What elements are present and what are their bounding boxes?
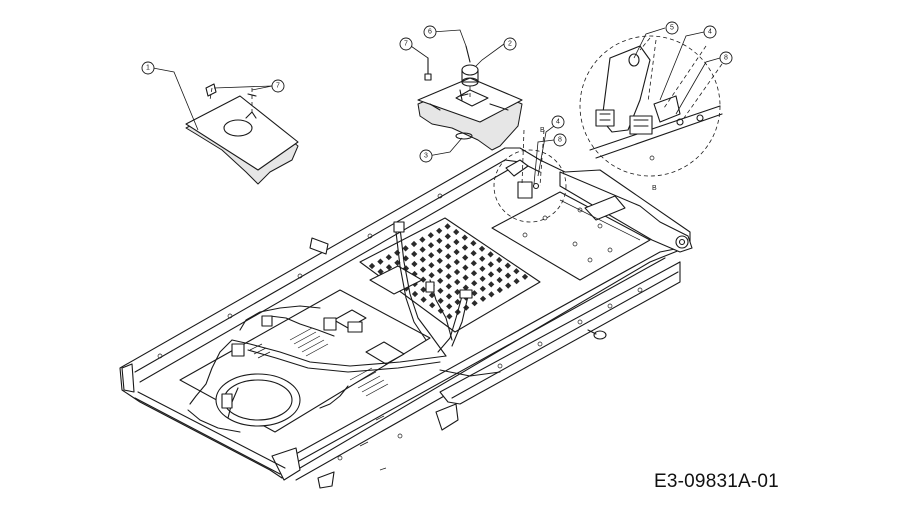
grid-hole bbox=[479, 265, 486, 272]
callout-3: 3 bbox=[419, 149, 433, 163]
grid-hole bbox=[479, 285, 486, 292]
grid-hole bbox=[445, 293, 453, 300]
grid-hole bbox=[445, 273, 452, 280]
floor-pan-grid bbox=[359, 217, 541, 333]
callout-leaders bbox=[152, 27, 721, 185]
grid-hole bbox=[479, 255, 486, 262]
svg-text:7: 7 bbox=[404, 41, 408, 48]
grid-hole bbox=[437, 297, 444, 304]
grid-hole bbox=[385, 254, 392, 261]
drawing-code: E3-09831A-01 bbox=[654, 471, 779, 492]
grid-hole bbox=[453, 258, 460, 266]
grid-hole bbox=[496, 276, 503, 284]
grid-hole bbox=[446, 313, 453, 320]
grid-hole bbox=[419, 246, 426, 253]
grid-hole bbox=[470, 260, 477, 267]
callout-4-seat: 4 bbox=[551, 115, 565, 129]
grid-hole bbox=[488, 291, 495, 298]
grid-hole bbox=[411, 260, 418, 268]
grid-hole bbox=[429, 302, 436, 309]
grid-hole bbox=[462, 284, 469, 291]
grid-hole bbox=[437, 287, 444, 294]
grid-hole bbox=[471, 300, 478, 307]
frame-holes bbox=[157, 193, 643, 471]
grid-hole bbox=[479, 275, 486, 282]
grid-hole bbox=[428, 262, 435, 269]
grid-hole bbox=[521, 273, 529, 280]
grid-hole bbox=[419, 256, 426, 263]
grid-hole bbox=[504, 272, 512, 279]
callout-bubbles: 1 7 7 6 2 3 4 8 5 4 8 bbox=[141, 21, 733, 163]
grid-hole bbox=[385, 264, 393, 271]
grid-hole bbox=[454, 278, 461, 286]
callout-8-seat: 8 bbox=[553, 133, 567, 147]
svg-text:6: 6 bbox=[428, 29, 432, 36]
svg-text:4: 4 bbox=[556, 119, 560, 126]
grid-hole bbox=[377, 258, 384, 265]
svg-text:8: 8 bbox=[558, 137, 562, 144]
callout-1: 1 bbox=[141, 61, 155, 75]
svg-text:5: 5 bbox=[670, 25, 674, 32]
grid-hole bbox=[496, 256, 503, 264]
grid-hole bbox=[420, 276, 427, 283]
svg-text:2: 2 bbox=[508, 41, 512, 48]
callout-8-detail: 8 bbox=[719, 51, 733, 65]
grid-hole bbox=[419, 236, 426, 243]
detail-view-b bbox=[579, 35, 723, 177]
grid-hole bbox=[445, 263, 452, 270]
callout-7-panel: 7 bbox=[399, 37, 413, 51]
svg-text:8: 8 bbox=[724, 55, 728, 62]
grid-hole bbox=[505, 282, 512, 289]
part-switch-panel bbox=[417, 45, 523, 151]
grid-hole bbox=[496, 286, 503, 294]
grid-hole bbox=[462, 264, 469, 271]
grid-hole bbox=[428, 272, 435, 279]
grid-hole bbox=[420, 296, 427, 303]
callout-4-detail: 4 bbox=[703, 25, 717, 39]
grid-hole bbox=[479, 295, 487, 302]
grid-hole bbox=[454, 298, 461, 306]
grid-hole bbox=[377, 268, 384, 275]
grid-hole bbox=[419, 266, 427, 273]
wiring-harness bbox=[187, 221, 501, 433]
callout-2: 2 bbox=[503, 37, 517, 51]
grid-hole bbox=[454, 288, 461, 296]
grid-hole bbox=[437, 277, 444, 284]
grid-hole bbox=[487, 261, 494, 268]
grid-hole bbox=[504, 262, 511, 269]
grid-hole bbox=[488, 281, 495, 288]
grid-hole bbox=[446, 303, 453, 310]
grid-hole bbox=[368, 262, 376, 270]
part-cover-plate bbox=[185, 83, 299, 185]
grid-hole bbox=[471, 280, 478, 287]
grid-hole bbox=[436, 257, 443, 264]
svg-text:3: 3 bbox=[424, 153, 428, 160]
callout-7-left: 7 bbox=[271, 79, 285, 93]
svg-text:4: 4 bbox=[708, 29, 712, 36]
grid-hole bbox=[461, 244, 469, 251]
grid-hole bbox=[411, 290, 419, 298]
grid-hole bbox=[461, 234, 468, 241]
detail-marker-b-view: B bbox=[652, 185, 657, 192]
grid-hole bbox=[471, 290, 478, 297]
grid-hole bbox=[436, 267, 444, 274]
detail-marker-b-seat: B bbox=[540, 127, 545, 134]
svg-text:1: 1 bbox=[146, 65, 150, 72]
part-seat-switch bbox=[493, 129, 567, 223]
grid-hole bbox=[420, 286, 427, 293]
grid-hole bbox=[445, 283, 452, 290]
callout-6: 6 bbox=[423, 25, 437, 39]
grid-hole bbox=[487, 271, 495, 278]
grid-hole bbox=[470, 270, 478, 277]
grid-hole bbox=[453, 268, 461, 276]
svg-text:7: 7 bbox=[276, 83, 280, 90]
seat-plate bbox=[491, 191, 651, 281]
callout-5: 5 bbox=[665, 21, 679, 35]
grid-hole bbox=[462, 254, 469, 261]
grid-hole bbox=[462, 274, 469, 281]
grid-hole bbox=[496, 266, 503, 274]
